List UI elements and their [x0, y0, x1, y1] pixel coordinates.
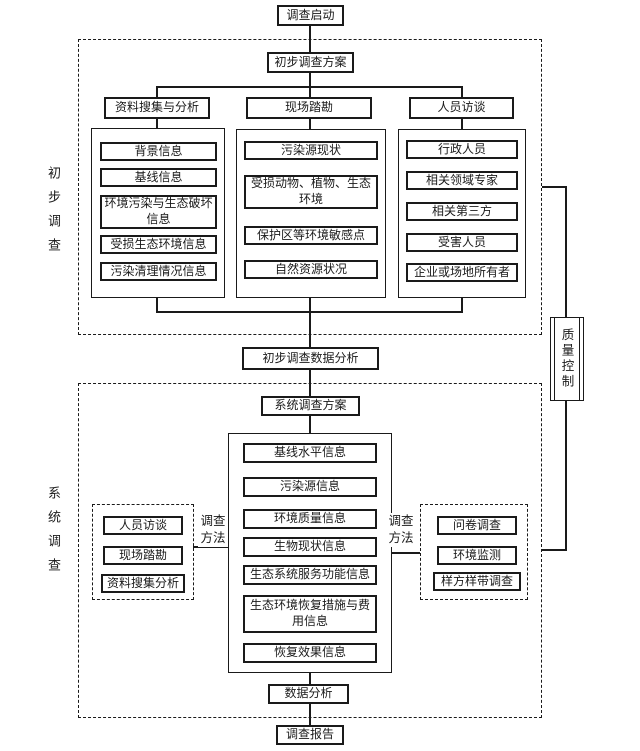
item-box: 生态系统服务功能信息	[243, 565, 377, 585]
item-box: 自然资源状况	[244, 260, 378, 279]
preliminary-plan-node: 初步调查方案	[267, 52, 354, 73]
left-methods-label: 调查方法	[198, 513, 228, 547]
column-header-interviews: 人员访谈	[409, 97, 514, 119]
flow-line	[542, 186, 567, 188]
item-box: 环境污染与生态破坏信息	[100, 195, 217, 229]
column-header-site-survey: 现场踏勘	[246, 97, 372, 119]
system-plan-node: 系统调查方案	[261, 396, 360, 416]
system-section-label: 系统调查	[46, 486, 61, 582]
flow-line	[309, 703, 311, 727]
flow-line	[383, 552, 420, 554]
system-section-frame	[78, 383, 542, 718]
item-box: 污染清理情况信息	[100, 262, 217, 281]
item-box: 受损动物、植物、生态环境	[244, 175, 378, 209]
flow-line	[309, 672, 311, 686]
flow-line	[193, 546, 228, 548]
report-node: 调查报告	[276, 725, 344, 745]
item-box: 行政人员	[406, 140, 518, 159]
item-box: 污染源现状	[244, 141, 378, 160]
item-box: 人员访谈	[103, 516, 183, 535]
flow-line	[156, 117, 158, 130]
item-box: 环境监测	[437, 546, 517, 565]
flow-line	[565, 186, 567, 317]
flow-line	[565, 400, 567, 551]
item-box: 样方样带调查	[433, 572, 521, 591]
item-box: 受损生态环境信息	[100, 235, 217, 254]
item-box: 基线水平信息	[243, 443, 377, 463]
preliminary-section-label: 初步调查	[46, 166, 61, 262]
flow-line	[309, 117, 311, 131]
item-box: 现场踏勘	[103, 546, 183, 565]
flow-line	[542, 549, 567, 551]
flow-line	[461, 86, 463, 99]
preliminary-data-analysis-node: 初步调查数据分析	[242, 347, 379, 370]
item-box: 恢复效果信息	[243, 643, 377, 663]
item-box: 基线信息	[100, 168, 217, 187]
flow-line	[309, 72, 311, 88]
flow-line	[461, 117, 463, 131]
item-box: 污染源信息	[243, 477, 377, 497]
item-box: 相关第三方	[406, 202, 518, 221]
data-analysis-node: 数据分析	[268, 684, 349, 704]
item-box: 资料搜集分析	[101, 574, 185, 593]
flow-line	[156, 86, 158, 99]
flow-line	[461, 296, 463, 313]
item-box: 问卷调查	[437, 516, 517, 535]
item-box: 生物现状信息	[243, 537, 377, 557]
flow-line	[309, 415, 311, 434]
right-methods-label: 调查方法	[386, 513, 416, 547]
quality-control-node: 质量控制	[550, 317, 584, 401]
preliminary-section-frame	[78, 39, 542, 335]
right-methods-frame	[420, 504, 528, 600]
item-box: 背景信息	[100, 142, 217, 161]
column-header-data-collection: 资料搜集与分析	[104, 97, 210, 119]
item-box: 保护区等环境敏感点	[244, 226, 378, 245]
start-node: 调查启动	[277, 5, 344, 26]
left-methods-frame	[92, 504, 194, 600]
flow-line	[156, 296, 158, 313]
item-box: 相关领域专家	[406, 171, 518, 190]
flow-line	[309, 86, 311, 99]
flow-line	[309, 296, 311, 348]
item-box: 企业或场地所有者	[406, 263, 518, 282]
item-box: 环境质量信息	[243, 509, 377, 529]
item-box: 生态环境恢复措施与费用信息	[243, 595, 377, 633]
item-box: 受害人员	[406, 233, 518, 252]
